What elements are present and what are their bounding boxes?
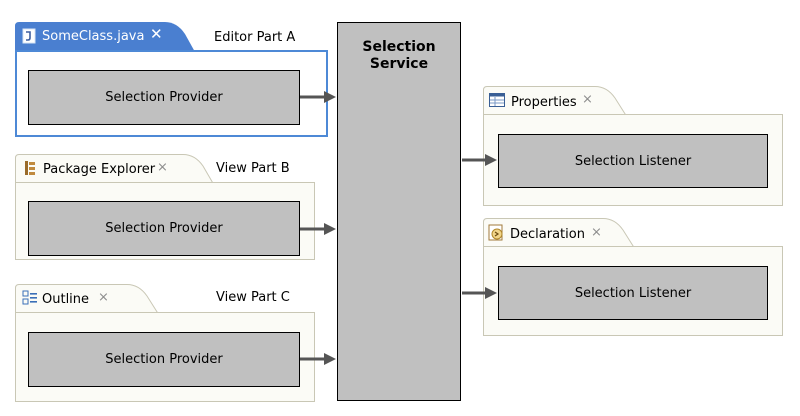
selection-listener-box: Selection Listener [498,134,768,188]
outline-icon [22,290,38,310]
service-title-line1: Selection [362,39,436,55]
tab-declaration[interactable]: Declaration [510,227,585,242]
close-icon[interactable]: ⨯ [591,225,602,240]
package-explorer-tab-shape [15,154,215,186]
tab-outline[interactable]: Outline [42,292,90,307]
close-icon[interactable]: ⨯ [98,290,109,305]
close-icon[interactable]: ✕ [150,25,163,43]
declaration-tab-shape [483,218,636,250]
properties-tab-shape [483,86,628,118]
selection-provider-box: Selection Provider [28,332,300,387]
declaration-icon [488,224,506,246]
tab-package-explorer[interactable]: Package Explorer [43,162,156,177]
arrow-provider-c-to-service [300,353,336,365]
tab-properties[interactable]: Properties [511,95,577,110]
arrow-service-to-properties-listener [462,154,497,166]
selection-listener-box: Selection Listener [498,266,768,320]
close-icon[interactable]: ⨯ [582,92,593,107]
part-label-view-b: View Part B [216,161,290,176]
arrow-service-to-declaration-listener [462,287,497,299]
package-explorer-icon [23,160,37,180]
tab-someclass-java[interactable]: SomeClass.java [42,29,145,44]
part-label-view-c: View Part C [216,290,290,305]
selection-service-box: Selection Service [337,22,461,401]
editor-tab-shape [15,22,195,52]
service-title-line2: Service [369,56,429,72]
arrow-provider-a-to-service [300,91,336,103]
selection-provider-box: Selection Provider [28,70,300,125]
outline-tab-shape [15,284,160,316]
java-file-icon [22,28,36,48]
close-icon[interactable]: ⨯ [157,160,168,175]
arrow-provider-b-to-service [300,223,336,235]
part-label-editor-a: Editor Part A [214,30,296,45]
selection-provider-box: Selection Provider [28,201,300,256]
properties-icon [489,93,505,111]
